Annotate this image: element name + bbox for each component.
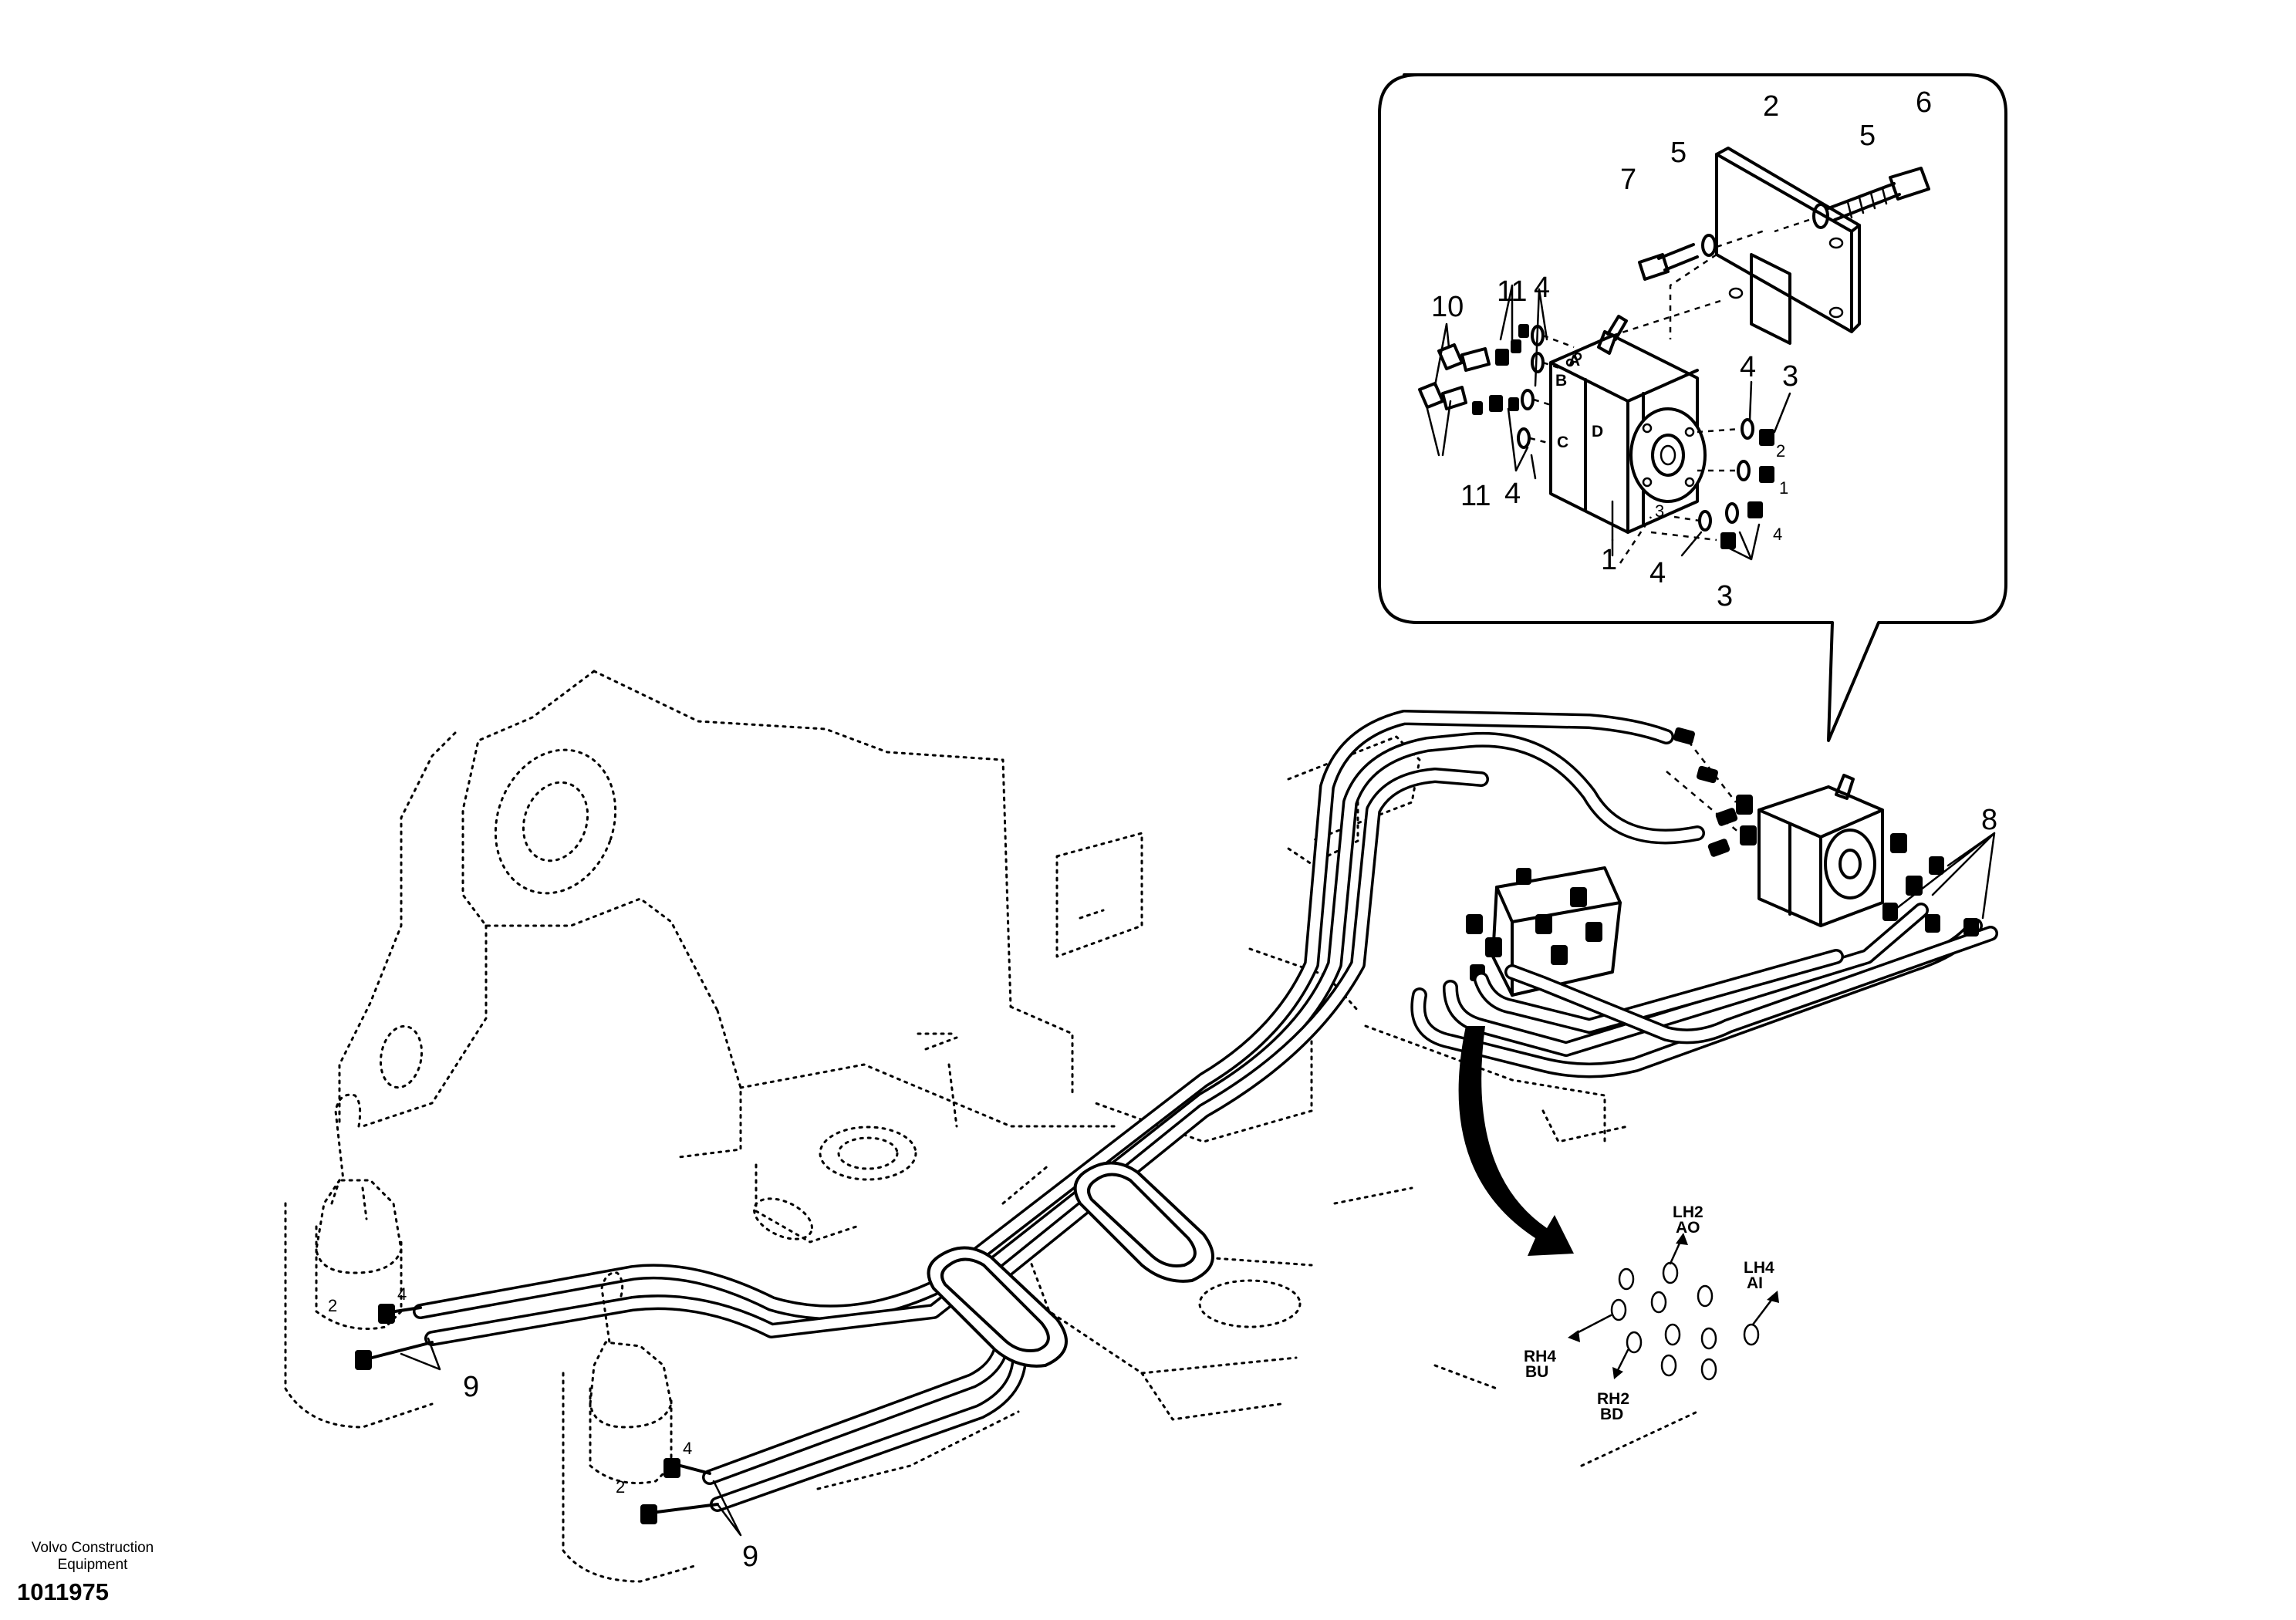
drawing-number: 1011975 <box>17 1578 109 1605</box>
port-number-3: 3 <box>1655 501 1664 521</box>
callout-8: 8 <box>1981 804 1997 836</box>
callout-4b: 4 <box>1649 557 1666 589</box>
joystick-left <box>284 1093 434 1429</box>
callout-9a: 9 <box>463 1371 479 1403</box>
port-label-bu: BU <box>1525 1363 1548 1381</box>
callout-2a: 2 <box>328 1296 337 1315</box>
callout-7: 7 <box>1620 164 1636 196</box>
main-callout-labels: 8 9 9 2 2 4 4 <box>328 804 1997 1573</box>
bolt-7-inset <box>1638 228 1768 281</box>
right-fittings-inset <box>1611 380 1791 561</box>
detail-arrow <box>1458 1026 1574 1256</box>
callout-2: 2 <box>1763 90 1779 123</box>
brand-name-line1: Volvo Construction <box>31 1540 154 1556</box>
port-label-lh2: LH2 <box>1673 1203 1703 1221</box>
port-label-lh4: LH4 <box>1744 1259 1774 1277</box>
callout-6: 6 <box>1916 86 1932 119</box>
valve-face-a: A <box>1568 352 1580 370</box>
callout-4c: 4 <box>1504 478 1521 510</box>
callout-11a: 11 <box>1497 275 1527 308</box>
port-label-bd: BD <box>1600 1406 1623 1423</box>
left-fittings-inset <box>1418 284 1575 480</box>
callout-5a: 5 <box>1670 137 1687 169</box>
callout-4a: 4 <box>1740 351 1756 383</box>
port-label-rh4: RH4 <box>1524 1348 1556 1365</box>
port-label-ao: AO <box>1676 1219 1700 1237</box>
bolt-6-inset <box>1774 167 1930 233</box>
callout-3b: 3 <box>1717 580 1733 613</box>
callout-3a: 3 <box>1782 360 1798 393</box>
valve-face-d: D <box>1592 423 1603 440</box>
callout-5b: 5 <box>1859 120 1876 152</box>
port-number-1: 1 <box>1779 478 1788 498</box>
selector-valve-inset: B A C D <box>1549 299 1721 564</box>
port-label-ai: AI <box>1747 1274 1763 1292</box>
callout-4b-main: 4 <box>683 1439 692 1458</box>
selector-valve-main <box>1666 732 1923 927</box>
valve-face-b: B <box>1555 372 1567 390</box>
port-label-rh2: RH2 <box>1597 1390 1629 1408</box>
brand-name-line2: Equipment <box>57 1557 128 1573</box>
callout-11b: 11 <box>1460 480 1491 512</box>
port-layout-view: LH2 AO LH4 AI RH4 BU RH2 BD <box>1524 1203 1779 1423</box>
hose-end-fittings <box>1673 727 1738 857</box>
hose-bundle <box>413 710 1705 1512</box>
callout-10: 10 <box>1431 291 1464 323</box>
joystick-right <box>562 1271 719 1583</box>
port-number-4: 4 <box>1773 525 1782 544</box>
callout-2b: 2 <box>616 1477 625 1497</box>
main-leader-lines <box>400 832 1996 1537</box>
valve-face-c: C <box>1557 434 1568 451</box>
inset-detail-box <box>1378 73 2007 742</box>
callout-9b: 9 <box>742 1541 758 1573</box>
hose-grommet-upper <box>1073 1161 1214 1283</box>
callout-4d: 4 <box>1534 272 1550 304</box>
callout-4a-main: 4 <box>397 1284 407 1304</box>
distribution-block <box>1466 866 1622 997</box>
port-number-2: 2 <box>1776 441 1785 461</box>
valve-bracket-inset <box>1669 147 1861 345</box>
callout-1: 1 <box>1601 544 1617 576</box>
hose-grommet-lower <box>927 1246 1068 1368</box>
valve-outlet-hoses <box>1410 856 1998 1078</box>
machine-frame-outline <box>338 670 1699 1490</box>
inset-callout-labels: 1 2 3 3 4 4 4 4 5 5 6 7 10 11 11 2 1 3 4 <box>1431 86 1932 613</box>
